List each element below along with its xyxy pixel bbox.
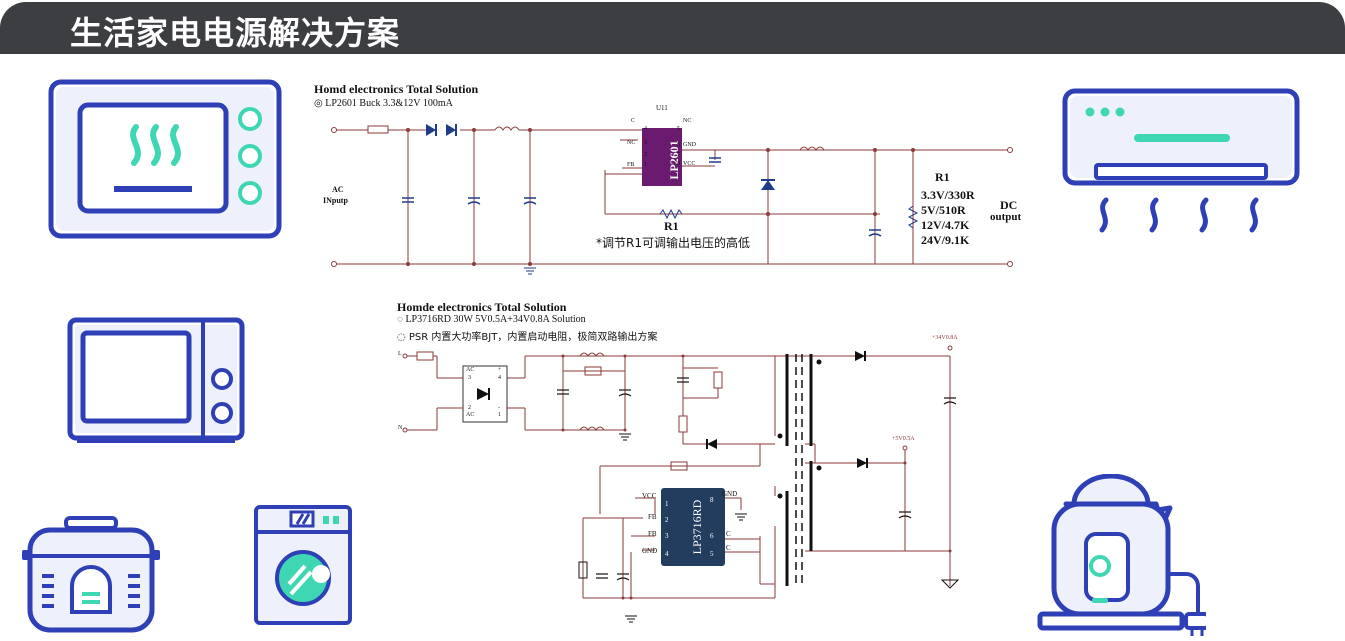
n-terminal-label: N: [398, 425, 403, 431]
ac-label: AC: [332, 185, 344, 194]
pin-number: 3: [665, 532, 669, 540]
pin-number: 1: [644, 162, 647, 168]
r1-table-title: R1: [935, 170, 950, 184]
circuit2-heading: Homde electronics Total Solution: [397, 300, 567, 314]
pin-number: 7: [677, 152, 680, 158]
kettle-icon: [1037, 474, 1206, 636]
u11-label: U11: [656, 104, 668, 112]
pin-label: NC: [627, 140, 636, 146]
circuit1-heading: Homd electronics Total Solution: [314, 82, 479, 96]
pin-label: C: [726, 530, 731, 538]
r1-value-1: 3.3V/330R: [921, 188, 975, 202]
microwave-icon: [67, 317, 245, 443]
pin-number: 8: [677, 161, 680, 167]
pin-label: VCC: [642, 492, 657, 500]
pin-label: GND: [683, 142, 696, 148]
page-title: 生活家电电源解决方案: [70, 14, 401, 52]
pin-label: C: [726, 544, 731, 552]
pin-number: 5: [710, 550, 714, 558]
l-terminal-label: L: [398, 351, 402, 357]
circuit-diagram-lp2601: LP2601: [331, 124, 1013, 275]
pin-label: FB: [648, 513, 657, 521]
r1-value-3: 12V/4.7K: [921, 218, 970, 232]
washing-machine-icon: [254, 505, 352, 625]
bridge-pin: 1: [498, 412, 501, 418]
pin-number: 4: [665, 550, 669, 558]
air-conditioner-icon: [1062, 88, 1300, 233]
r1-note: *调节R1可调输出电压的高低: [596, 236, 750, 250]
circuit-diagram-lp3716rd: LP3716RD: [402, 345, 960, 623]
output-5v-label: +5V0.5A: [892, 436, 915, 442]
output-label: output: [990, 211, 1022, 223]
pin-number: 8: [710, 496, 714, 504]
bridge-pin: 2: [468, 405, 471, 411]
pin-label: GND: [722, 490, 738, 498]
lp2601-chip-label: LP2601: [667, 140, 681, 179]
pin-number: 2: [644, 152, 647, 158]
bridge-pin: 3: [468, 375, 471, 381]
dc-label: DC: [1000, 198, 1018, 212]
oven-icon: [48, 79, 282, 239]
r1-value-2: 5V/510R: [921, 203, 966, 217]
bridge-ac-label: AC: [466, 367, 475, 373]
bridge-pin: 4: [498, 375, 501, 381]
rice-cooker-icon: [22, 516, 160, 633]
bridge-ac-label: AC: [466, 412, 475, 418]
pin-label: FB: [627, 162, 635, 168]
pin-label: NC: [683, 118, 692, 124]
header-bar: 生活家电电源解决方案: [0, 0, 1345, 56]
pin-number: 3: [644, 140, 647, 146]
pin-number: 2: [665, 516, 669, 524]
lp3716rd-chip-label: LP3716RD: [690, 499, 704, 554]
output-34v-label: +34V0.8A: [932, 335, 958, 341]
pin-number: 5: [677, 126, 680, 132]
bridge-pin: +: [498, 367, 502, 373]
pin-label: C: [631, 118, 636, 124]
r1-label: R1: [664, 219, 679, 233]
pin-label: GND: [642, 547, 658, 555]
pin-label: FB: [648, 530, 657, 538]
pin-number: 6: [677, 142, 680, 148]
circuit2-line1: ◌ LP3716RD 30W 5V0.5A+34V0.8A Solution: [397, 314, 586, 325]
pin-number: 1: [665, 500, 669, 508]
circuit1-subtitle: ◎ LP2601 Buck 3.3&12V 100mA: [314, 98, 453, 109]
pin-label: VCC: [683, 161, 696, 167]
circuit2-line2: ◌ PSR 内置大功率BJT，内置启动电阻，极简双路输出方案: [397, 332, 658, 343]
r1-value-4: 24V/9.1K: [921, 233, 970, 247]
pin-number: 4: [644, 126, 647, 132]
header-background: [0, 2, 1345, 54]
pin-number: 6: [710, 532, 714, 540]
input-label: INputp: [323, 196, 348, 205]
bridge-pin: -: [498, 405, 500, 411]
